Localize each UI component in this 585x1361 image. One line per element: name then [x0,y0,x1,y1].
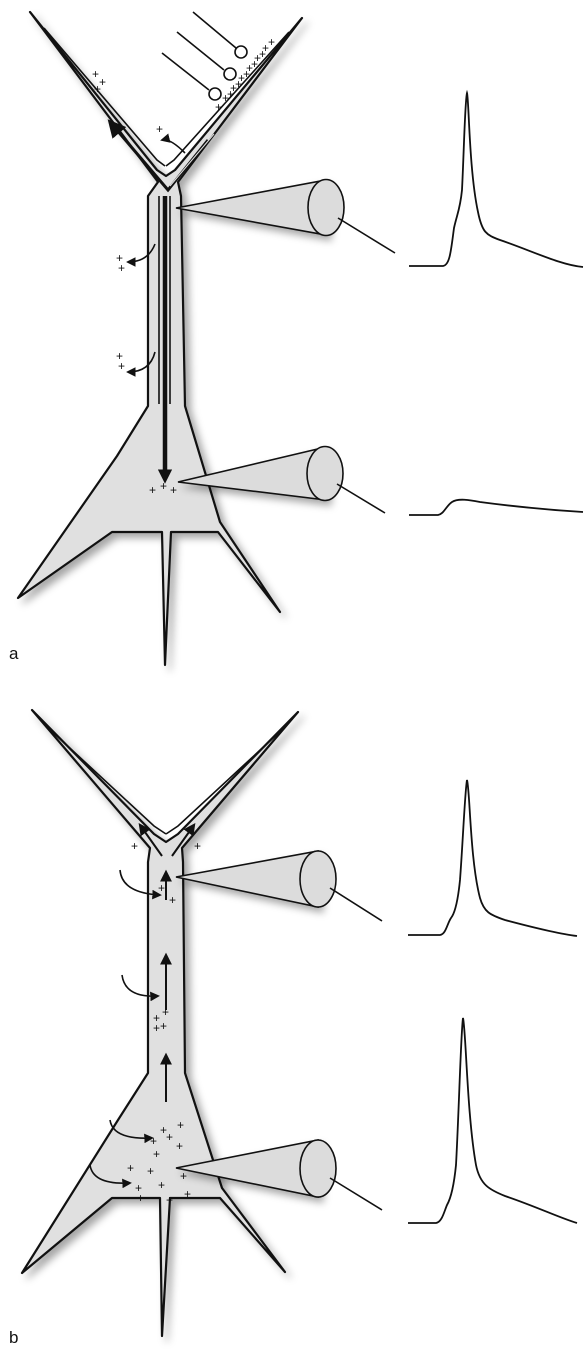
svg-text:+: + [169,893,176,907]
svg-text:+: + [137,1191,144,1205]
svg-text:+: + [158,1178,165,1192]
svg-text:+: + [127,1161,134,1175]
svg-text:+: + [94,82,101,96]
svg-text:+: + [92,67,99,81]
svg-text:+: + [194,839,201,853]
synapse-terminal-icon [235,46,247,58]
svg-text:+: + [268,35,275,49]
svg-text:+: + [149,483,156,497]
svg-text:+: + [158,881,165,895]
svg-text:+: + [153,1147,160,1161]
neuron-a-outline [18,12,302,665]
panel-a: ++ ++ ++ ++ ++ ++ + +++ + ++ ++ [18,12,583,665]
svg-text:+: + [162,1005,169,1019]
svg-text:+: + [118,261,125,275]
electrode-dendrite-a [176,180,395,254]
svg-text:+: + [153,1021,160,1035]
trace-dendrite-b [408,780,577,936]
current-path-inner [170,134,214,186]
neuron-b-inner-lines [46,726,284,834]
svg-text:+: + [160,1019,167,1033]
electrode-dendrite-b [176,851,382,921]
svg-text:+: + [227,87,234,101]
panel-b: ++ ++ ++++ ++ ++ ++ ++ + ++ +++ [22,710,577,1336]
synapse-terminal-icon [209,88,221,100]
synapse-line [162,53,209,90]
svg-text:+: + [184,1187,191,1201]
svg-text:+: + [118,359,125,373]
panel-label-a: a [9,644,18,664]
charges-left-dendrite-a: +++ [92,67,106,96]
svg-text:+: + [150,1134,157,1148]
svg-text:+: + [259,47,266,61]
svg-text:+: + [177,1118,184,1132]
svg-text:+: + [147,1164,154,1178]
svg-text:+: + [215,100,222,114]
svg-text:+: + [243,67,250,81]
trace-dendrite-a [409,93,583,267]
trace-soma-a [409,500,583,515]
svg-text:+: + [180,1169,187,1183]
svg-text:+: + [131,839,138,853]
svg-text:+: + [176,1139,183,1153]
svg-text:+: + [251,57,258,71]
trace-soma-b [408,1018,577,1223]
svg-text:+: + [166,1193,173,1207]
svg-text:+: + [166,1130,173,1144]
neuron-a [18,12,302,665]
svg-text:+: + [160,479,167,493]
synapse-line [193,12,236,48]
svg-text:+: + [156,122,163,136]
svg-text:+: + [235,77,242,91]
synapse-line [177,32,224,70]
panel-label-b: b [9,1328,18,1348]
svg-text:+: + [170,483,177,497]
